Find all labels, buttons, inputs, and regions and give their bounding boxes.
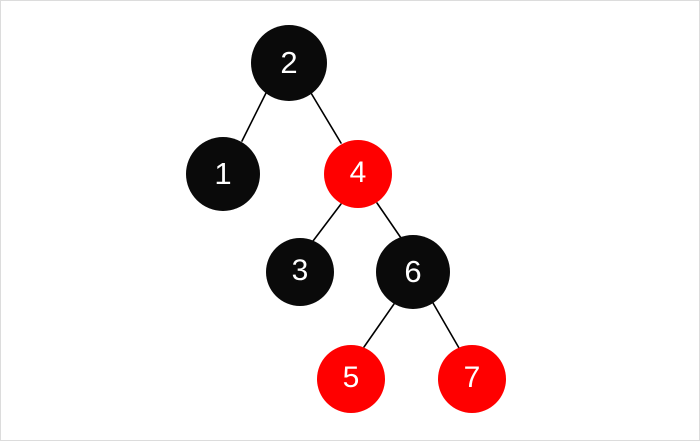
- tree-node-label: 4: [349, 156, 367, 189]
- tree-node-5[interactable]: 5: [317, 345, 385, 413]
- tree-node-6[interactable]: 6: [376, 235, 450, 309]
- tree-node-label: 2: [280, 44, 298, 80]
- tree-node-1[interactable]: 1: [186, 137, 260, 211]
- tree-node-label: 5: [342, 361, 360, 394]
- tree-edge-n2-n1: [241, 92, 267, 142]
- tree-node-label: 1: [214, 155, 232, 191]
- tree-edge-n6-n7: [432, 302, 460, 349]
- tree-node-4[interactable]: 4: [324, 140, 392, 208]
- tree-edge-n4-n3: [312, 203, 342, 242]
- tree-node-2[interactable]: 2: [251, 25, 327, 101]
- tree-edge-n2-n4: [310, 92, 342, 144]
- tree-edge-n4-n6: [376, 202, 402, 239]
- tree-node-label: 3: [291, 254, 309, 287]
- tree-node-7[interactable]: 7: [438, 345, 506, 413]
- tree-edge-n6-n5: [363, 303, 395, 348]
- tree-node-label: 6: [404, 253, 422, 289]
- tree-node-3[interactable]: 3: [266, 238, 334, 306]
- tree-node-label: 7: [463, 361, 481, 394]
